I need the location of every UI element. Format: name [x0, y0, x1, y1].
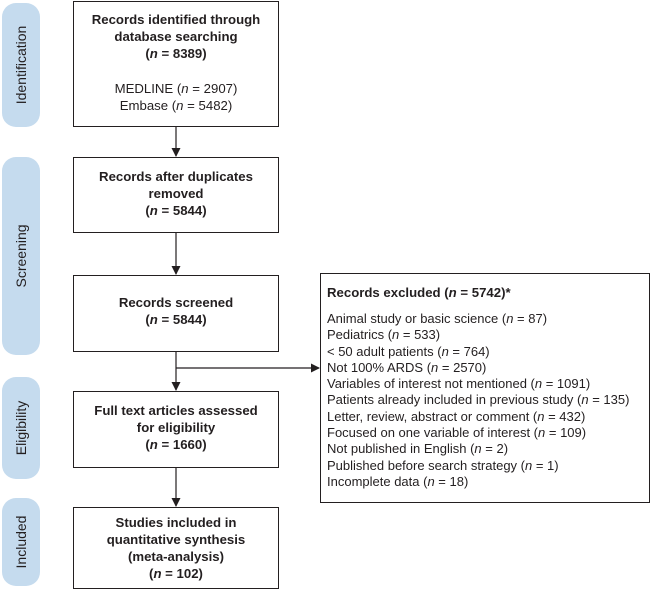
exclusion-reason: Pediatrics (n = 533) [327, 327, 441, 343]
records-screened-box: Records screened (n = 5844) [73, 275, 279, 352]
records-excluded-box: Records excluded (n = 5742)* Animal stud… [320, 273, 650, 503]
stage-label-included: Included [13, 515, 29, 569]
exclusion-reason: Letter, review, abstract or comment (n =… [327, 408, 586, 424]
included-title-2: quantitative synthesis [106, 532, 246, 547]
full-text-title-2: for eligibility [136, 420, 216, 435]
full-text-assessed-box: Full text articles assessed for eligibil… [73, 391, 279, 468]
exclusion-reason: Animal study or basic science (n = 87) [327, 311, 548, 326]
records-screened-title: Records screened [118, 295, 234, 310]
full-text-count: (n = 1660) [145, 437, 207, 452]
records-screened-count: (n = 5844) [145, 312, 207, 327]
exclusion-reason: Variables of interest not mentioned (n =… [327, 376, 591, 392]
records-identified-count: (n = 8389) [145, 46, 207, 61]
records-identified-title-2: database searching [114, 29, 238, 44]
after-duplicates-title-1: Records after duplicates [99, 169, 253, 184]
exclusion-reason: < 50 adult patients (n = 764) [327, 343, 490, 359]
included-title-3: (meta-analysis) [127, 549, 224, 564]
stage-label-screening: Screening [13, 224, 29, 288]
exclusion-reason: Patients already included in previous st… [327, 392, 630, 408]
exclusion-reason: Not 100% ARDS (n = 2570) [327, 359, 487, 375]
exclusion-reason: Focused on one variable of interest (n =… [327, 425, 587, 441]
records-excluded-title: Records excluded (n = 5742)* [327, 285, 511, 300]
included-count: (n = 102) [149, 566, 203, 581]
stage-tab-screening: Screening [2, 157, 40, 355]
stage-tab-eligibility: Eligibility [2, 377, 40, 479]
included-title-1: Studies included in [115, 515, 237, 530]
after-duplicates-title-2: removed [148, 186, 204, 201]
records-identified-title-1: Records identified through [91, 12, 261, 27]
exclusion-reason: Not published in English (n = 2) [327, 441, 509, 457]
stage-tab-identification: Identification [2, 3, 40, 127]
stage-tab-included: Included [2, 498, 40, 586]
stage-label-eligibility: Eligibility [13, 400, 29, 456]
exclusion-reason: Published before search strategy (n = 1) [327, 457, 559, 473]
stage-label-identification: Identification [13, 25, 29, 105]
exclusion-reason: Incomplete data (n = 18) [327, 473, 469, 489]
records-after-duplicates-box: Records after duplicates removed (n = 58… [73, 157, 279, 233]
after-duplicates-count: (n = 5844) [145, 203, 207, 218]
embase-count: Embase (n = 5482) [119, 98, 233, 113]
full-text-title-1: Full text articles assessed [94, 403, 258, 418]
records-identified-box: Records identified through database sear… [73, 1, 279, 127]
studies-included-box: Studies included in quantitative synthes… [73, 507, 279, 589]
medline-count: MEDLINE (n = 2907) [114, 81, 238, 96]
